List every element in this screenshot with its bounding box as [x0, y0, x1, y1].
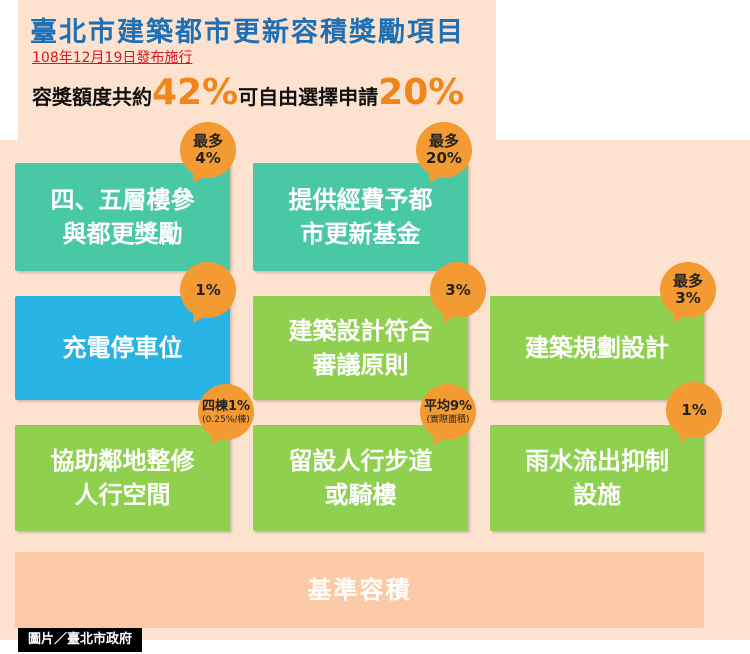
design-review-badge: 3% [430, 262, 486, 318]
sidewalk-arcade-badge-line2: (實際面積) [426, 415, 470, 425]
neighbor-walkway-badge-line2: (0.25%/棟) [202, 415, 250, 425]
floors-bonus-box: 四、五層樓參 與都更獎勵 [15, 163, 230, 271]
rainwater-badge-line1: 1% [681, 400, 707, 419]
planning-design-box: 建築規劃設計 [490, 296, 704, 400]
sidewalk-arcade-badge: 平均9% (實際面積) [420, 384, 476, 440]
page-title: 臺北市建築都市更新容積獎勵項目 [30, 17, 465, 48]
base-volume-box: 基準容積 [15, 552, 704, 628]
planning-design-badge: 最多 3% [660, 262, 716, 318]
image-credit: 圖片／臺北市政府 [18, 628, 143, 652]
design-review-label: 建築設計符合 審議原則 [288, 317, 433, 379]
neighbor-walkway-label: 協助鄰地整修 人行空間 [50, 447, 195, 509]
charging-parking-badge-line1: 1% [195, 280, 221, 299]
fund-bonus-badge-line2: 20% [426, 149, 462, 167]
rainwater-label: 雨水流出抑制 設施 [525, 447, 669, 509]
headline: 容獎額度共約 42% 可自由選擇申請 20% [32, 72, 464, 113]
floors-bonus-badge-line2: 4% [195, 149, 221, 167]
fund-bonus-box: 提供經費予都 市更新基金 [253, 163, 468, 271]
base-volume-label: 基準容積 [307, 576, 412, 604]
fund-bonus-label: 提供經費予都 市更新基金 [288, 186, 433, 248]
fund-bonus-badge: 最多 20% [416, 122, 472, 178]
floors-bonus-badge: 最多 4% [180, 122, 236, 178]
planning-design-label: 建築規劃設計 [525, 334, 669, 362]
planning-design-badge-line1: 最多 [672, 272, 703, 290]
charging-parking-label: 充電停車位 [62, 334, 183, 362]
header-background [18, 0, 496, 150]
headline-value-1: 42% [152, 72, 239, 113]
design-review-box: 建築設計符合 審議原則 [253, 296, 468, 400]
neighbor-walkway-badge: 四棟1% (0.25%/棟) [198, 384, 254, 440]
rainwater-box: 雨水流出抑制 設施 [490, 425, 704, 531]
neighbor-walkway-box: 協助鄰地整修 人行空間 [15, 425, 230, 531]
sidewalk-arcade-badge-line1: 平均9% [423, 399, 473, 414]
rainwater-badge: 1% [666, 382, 722, 438]
floors-bonus-label: 四、五層樓參 與都更獎勵 [50, 186, 195, 248]
charging-parking-badge: 1% [180, 262, 236, 318]
headline-value-2: 20% [378, 72, 465, 113]
planning-design-badge-line2: 3% [675, 289, 701, 307]
sidewalk-arcade-label: 留設人行步道 或騎樓 [288, 447, 433, 509]
headline-text-1: 容獎額度共約 [32, 85, 152, 109]
publish-date: 108年12月19日發布施行 [32, 50, 193, 66]
floors-bonus-badge-line1: 最多 [192, 132, 223, 150]
design-review-badge-line1: 3% [445, 280, 471, 299]
fund-bonus-badge-line1: 最多 [428, 132, 459, 150]
neighbor-walkway-badge-line1: 四棟1% [201, 399, 251, 414]
headline-text-2: 可自由選擇申請 [238, 85, 379, 109]
